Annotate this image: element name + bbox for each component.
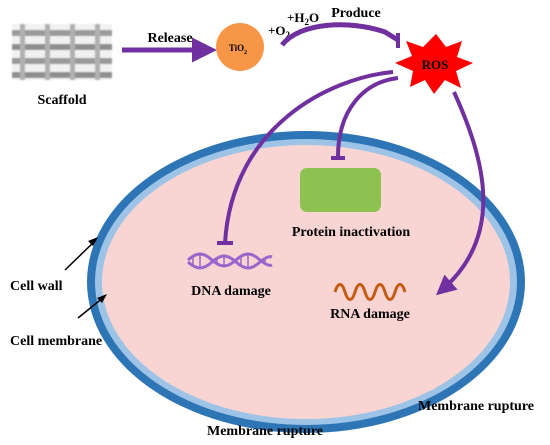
protein-block bbox=[300, 168, 381, 212]
membrane-rupture-right-label: Membrane rupture bbox=[418, 399, 534, 414]
cell-wall-pointer bbox=[64, 239, 97, 271]
produce-label: Produce bbox=[331, 6, 381, 21]
scaffold-label: Scaffold bbox=[38, 93, 87, 108]
release-label: Release bbox=[147, 31, 192, 46]
produce-arrow bbox=[280, 22, 400, 47]
protein-inactivation-label: Protein inactivation bbox=[292, 225, 411, 240]
rna-strand bbox=[333, 283, 407, 301]
ros-to-dna-arrow bbox=[223, 70, 394, 244]
cell-wall-label: Cell wall bbox=[10, 279, 63, 294]
ros-to-rna-arrow bbox=[435, 91, 486, 296]
ros-to-protein-arrow bbox=[336, 76, 399, 158]
ros-burst bbox=[395, 34, 473, 94]
tio2-particle bbox=[216, 23, 264, 71]
dna-rungs bbox=[192, 255, 266, 267]
rna-damage-label: RNA damage bbox=[330, 307, 410, 322]
membrane-rupture-right-bleb bbox=[382, 343, 450, 391]
tio2-label: TiO2 bbox=[229, 43, 247, 56]
plus-o2-label: +O2 bbox=[268, 23, 291, 40]
ros-label: ROS bbox=[422, 57, 449, 72]
membrane-rupture-bottom-bleb bbox=[226, 364, 314, 413]
plus-h2o-label: +H2O bbox=[287, 10, 319, 27]
cell-membrane-label: Cell membrane bbox=[10, 334, 102, 349]
scaffold-image bbox=[12, 24, 112, 80]
dna-damage-label: DNA damage bbox=[191, 284, 271, 299]
cell-wall-pointer-head bbox=[88, 237, 98, 246]
membrane-rupture-bottom-label: Membrane rupture bbox=[207, 424, 323, 439]
cell-membrane-pointer-head bbox=[97, 294, 107, 303]
